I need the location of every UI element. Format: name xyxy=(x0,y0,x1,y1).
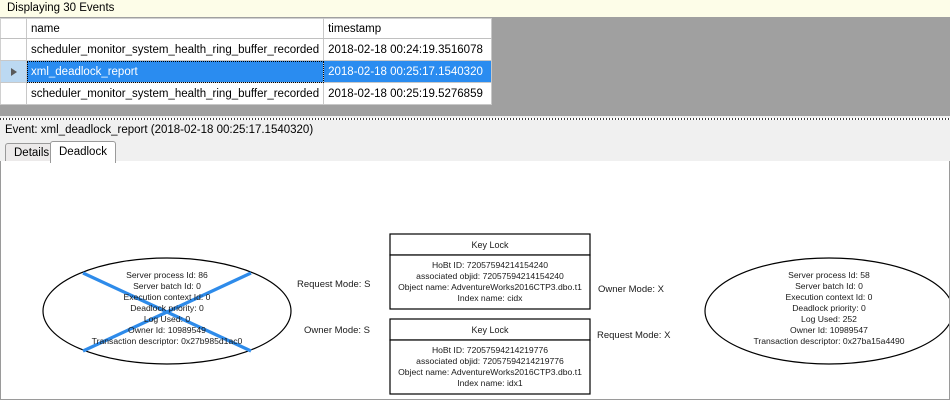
cell-name[interactable]: scheduler_monitor_system_health_ring_buf… xyxy=(25,38,325,61)
table-row-selected[interactable]: xml_deadlock_report 2018-02-18 00:25:17.… xyxy=(0,60,493,83)
event-header-bar: Event: xml_deadlock_report (2018-02-18 0… xyxy=(0,122,950,140)
resource-top-line-3: Index name: cidx xyxy=(458,293,524,303)
victim-line-2: Execution context Id: 0 xyxy=(124,292,211,302)
survivor-line-0: Server process Id: 58 xyxy=(788,270,870,280)
edge-victim-request-top: Request Mode: S xyxy=(297,279,370,290)
current-row-arrow-icon xyxy=(10,67,17,76)
node-resource-top[interactable]: Key Lock HoBt ID: 72057594214154240 asso… xyxy=(389,233,591,310)
table-row[interactable]: scheduler_monitor_system_health_ring_buf… xyxy=(0,38,493,61)
table-row[interactable]: scheduler_monitor_system_health_ring_buf… xyxy=(0,82,493,105)
resource-bottom-body-box[interactable] xyxy=(389,339,591,395)
events-table: name timestamp scheduler_monitor_system_… xyxy=(0,18,493,105)
resource-bottom-line-0: HoBt ID: 72057594214219776 xyxy=(432,345,548,355)
survivor-line-2: Execution context Id: 0 xyxy=(786,292,873,302)
cell-timestamp[interactable]: 2018-02-18 00:24:19.3516078 xyxy=(323,38,493,61)
events-grid[interactable]: name timestamp scheduler_monitor_system_… xyxy=(0,18,950,116)
edge-survivor-owner-top: Owner Mode: X xyxy=(598,284,665,295)
victim-line-0: Server process Id: 86 xyxy=(126,270,208,280)
resource-top-body-box[interactable] xyxy=(389,254,591,310)
victim-line-1: Server batch Id: 0 xyxy=(133,281,201,291)
edge-label-victim-request-top: Request Mode: S xyxy=(297,279,370,290)
victim-line-5: Owner Id: 10989549 xyxy=(128,325,206,335)
survivor-line-3: Deadlock priority: 0 xyxy=(792,303,866,313)
deadlock-graph-canvas[interactable]: Request Mode: S Owner Mode: S Owner Mode… xyxy=(0,161,950,400)
resource-bottom-title: Key Lock xyxy=(471,325,509,335)
horizontal-splitter[interactable] xyxy=(0,116,950,122)
event-header-label: Event: xml_deadlock_report (2018-02-18 0… xyxy=(5,124,314,136)
tab-deadlock[interactable]: Deadlock xyxy=(50,141,116,163)
row-selector-cell[interactable] xyxy=(0,38,27,61)
row-selector-cell[interactable] xyxy=(0,82,27,105)
edge-label-survivor-request-bottom: Request Mode: X xyxy=(597,330,671,341)
column-header-timestamp[interactable]: timestamp xyxy=(323,18,493,39)
survivor-line-1: Server batch Id: 0 xyxy=(795,281,863,291)
node-surviving-process[interactable]: Server process Id: 58 Server batch Id: 0… xyxy=(704,257,949,365)
resource-top-line-1: associated objid: 72057594214154240 xyxy=(416,271,564,281)
victim-line-3: Deadlock priority: 0 xyxy=(130,303,204,313)
survivor-line-4: Log Used: 252 xyxy=(801,314,857,324)
edge-survivor-request-bottom: Request Mode: X xyxy=(597,330,671,341)
node-victim-process[interactable]: Server process Id: 86 Server batch Id: 0… xyxy=(42,257,292,365)
events-banner: Displaying 30 Events xyxy=(0,0,950,18)
cell-timestamp[interactable]: 2018-02-18 00:25:17.1540320 xyxy=(323,60,493,83)
survivor-line-5: Owner Id: 10989547 xyxy=(790,325,868,335)
victim-line-6: Transaction descriptor: 0x27b985d1ac0 xyxy=(92,336,243,346)
table-header-row: name timestamp xyxy=(0,18,493,39)
resource-bottom-line-2: Object name: AdventureWorks2016CTP3.dbo.… xyxy=(398,367,582,377)
cell-timestamp[interactable]: 2018-02-18 00:25:19.5276859 xyxy=(323,82,493,105)
edge-victim-owner-bottom: Owner Mode: S xyxy=(304,325,370,336)
survivor-line-6: Transaction descriptor: 0x27ba15a4490 xyxy=(753,336,904,346)
resource-bottom-line-3: Index name: idx1 xyxy=(457,378,523,388)
resource-top-line-0: HoBt ID: 72057594214154240 xyxy=(432,260,548,270)
row-selector-cell[interactable] xyxy=(0,60,27,83)
column-header-selector xyxy=(0,18,27,39)
victim-line-4: Log Used: 0 xyxy=(144,314,191,324)
surviving-process-ellipse[interactable] xyxy=(704,257,949,365)
tab-details[interactable]: Details xyxy=(5,143,59,162)
resource-top-line-2: Object name: AdventureWorks2016CTP3.dbo.… xyxy=(398,282,582,292)
edge-label-victim-owner-bottom: Owner Mode: S xyxy=(304,325,370,336)
victim-marker-cross-icon xyxy=(82,271,252,353)
column-header-name[interactable]: name xyxy=(25,18,325,39)
tab-strip: Details Deadlock xyxy=(0,140,950,163)
deadlock-graph-svg: Request Mode: S Owner Mode: S Owner Mode… xyxy=(42,233,949,395)
resource-bottom-line-1: associated objid: 72057594214219776 xyxy=(416,356,564,366)
node-resource-bottom[interactable]: Key Lock HoBt ID: 72057594214219776 asso… xyxy=(389,318,591,395)
resource-top-title: Key Lock xyxy=(471,240,509,250)
cell-name[interactable]: xml_deadlock_report xyxy=(25,60,325,83)
events-banner-label: Displaying 30 Events xyxy=(7,2,115,14)
cell-name[interactable]: scheduler_monitor_system_health_ring_buf… xyxy=(25,82,325,105)
edge-label-survivor-owner-top: Owner Mode: X xyxy=(598,284,665,295)
